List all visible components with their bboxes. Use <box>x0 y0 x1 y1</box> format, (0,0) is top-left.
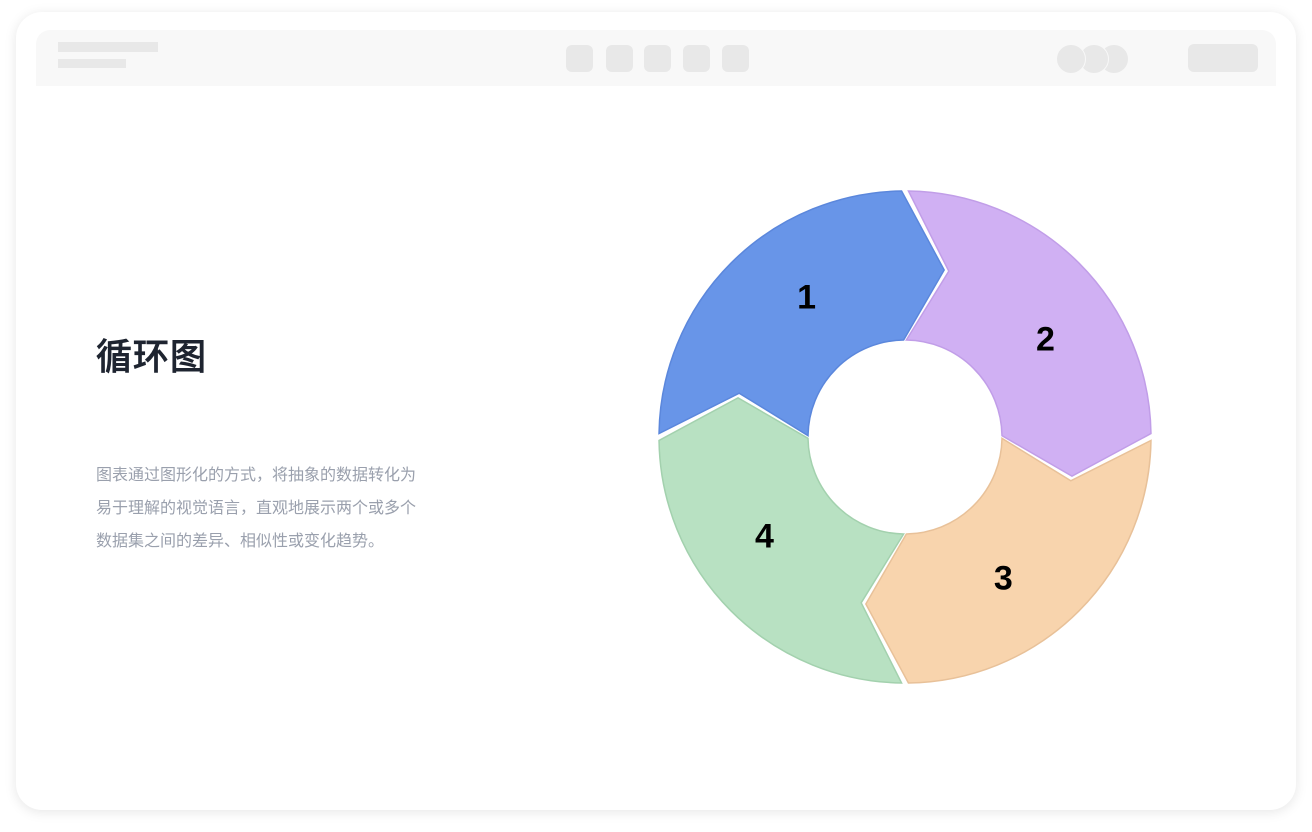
cycle-segment-1 <box>658 190 946 437</box>
toolbar-button[interactable] <box>683 45 710 72</box>
description: 图表通过图形化的方式，将抽象的数据转化为 易于理解的视觉语言，直观地展示两个或多… <box>96 458 476 557</box>
cycle-segment-label: 4 <box>755 517 774 555</box>
description-line: 图表通过图形化的方式，将抽象的数据转化为 <box>96 465 417 484</box>
cycle-segment-label: 2 <box>1036 321 1055 359</box>
cycle-segment-label: 1 <box>797 279 816 317</box>
description-line: 数据集之间的差异、相似性或变化趋势。 <box>96 531 385 550</box>
action-button[interactable] <box>1188 44 1258 72</box>
page-title: 循环图 <box>96 337 208 378</box>
toolbar-button[interactable] <box>606 45 633 72</box>
toolbar-button[interactable] <box>566 45 593 72</box>
toolbar-button[interactable] <box>722 45 749 72</box>
cycle-segment-2 <box>905 190 1152 478</box>
description-line: 易于理解的视觉语言，直观地展示两个或多个 <box>96 498 417 517</box>
title-placeholder <box>58 42 158 52</box>
cycle-segment-4 <box>658 396 905 684</box>
subtitle-placeholder <box>58 59 126 68</box>
toolbar-button[interactable] <box>644 45 671 72</box>
cycle-segment-label: 3 <box>994 559 1013 597</box>
window-toolbar <box>36 30 1276 86</box>
avatar[interactable] <box>1056 44 1086 74</box>
cycle-segment-3 <box>864 437 1152 684</box>
